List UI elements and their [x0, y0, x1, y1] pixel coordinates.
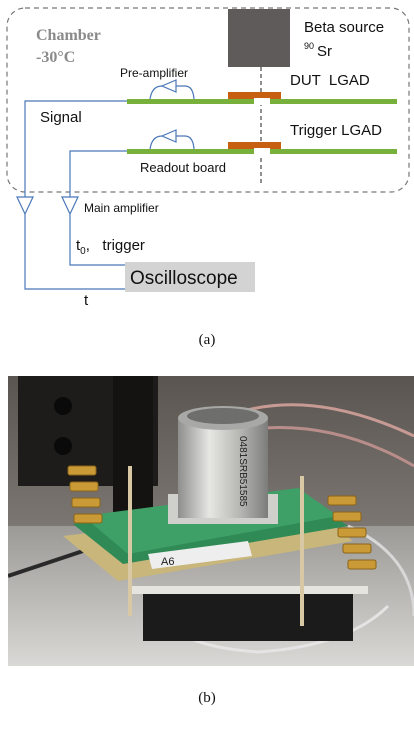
- oscilloscope-box: [125, 262, 255, 292]
- beta-source-can: [178, 418, 268, 518]
- main-amplifier-icon: [61, 196, 79, 216]
- isotope-mass-number: 90: [304, 41, 314, 51]
- pre-amplifier-label: Pre-amplifier: [120, 66, 188, 80]
- pre-amplifier-icon: [149, 79, 195, 100]
- source-can-top-inner: [187, 408, 259, 424]
- caption-a: (a): [198, 332, 216, 348]
- dut-lgad-sensor: [228, 92, 281, 99]
- trigger-wire: [69, 150, 127, 197]
- mount-hole: [54, 437, 72, 455]
- support-rod: [128, 466, 132, 616]
- isotope-symbol: Sr: [317, 43, 332, 60]
- sma-connectors-left: [67, 465, 103, 524]
- signal-label: Signal: [40, 109, 82, 126]
- beta-source-block: [228, 9, 290, 67]
- t-label: t: [84, 292, 89, 309]
- oscilloscope-label: Oscilloscope: [130, 268, 238, 289]
- mount-post: [113, 376, 153, 526]
- dut-lgad-label: DUT LGAD: [290, 72, 370, 89]
- source-can-serial: 0481SRB51585: [237, 436, 248, 507]
- readout-board-label: Readout board: [140, 160, 226, 175]
- setup-photo: A6 0481SRB51585: [8, 376, 414, 666]
- chamber-outline: [6, 7, 410, 193]
- trigger-pre-amplifier-icon: [149, 129, 195, 150]
- board-label-text: A6: [161, 556, 174, 568]
- signal-to-scope-wire: [24, 214, 125, 290]
- beta-source-label: Beta source: [304, 19, 384, 36]
- chamber-label: Chamber: [36, 27, 101, 44]
- lower-stand-plate: [128, 586, 368, 594]
- signal-main-amplifier-icon: [16, 196, 34, 216]
- trigger-lgad-sensor: [228, 142, 281, 149]
- support-rod: [300, 476, 304, 626]
- mount-hole: [54, 397, 72, 415]
- signal-wire: [24, 100, 127, 197]
- setup-diagram: Chamber -30°C Beta source 90 Sr DUT LGAD…: [6, 7, 410, 309]
- trigger-sensor-hole: [254, 148, 270, 155]
- trigger-lgad-label: Trigger LGAD: [290, 122, 382, 139]
- board-label-card: [148, 541, 252, 569]
- sma-connectors-right: [327, 495, 377, 570]
- lower-stand: [143, 591, 353, 641]
- dut-sensor-hole: [254, 98, 270, 105]
- caption-b: (b): [198, 690, 216, 706]
- chamber-temperature: -30°C: [36, 49, 75, 66]
- trigger-to-scope-wire: [69, 214, 125, 266]
- t0-label: t0, trigger: [76, 237, 145, 257]
- main-amplifier-label: Main amplifier: [84, 201, 159, 215]
